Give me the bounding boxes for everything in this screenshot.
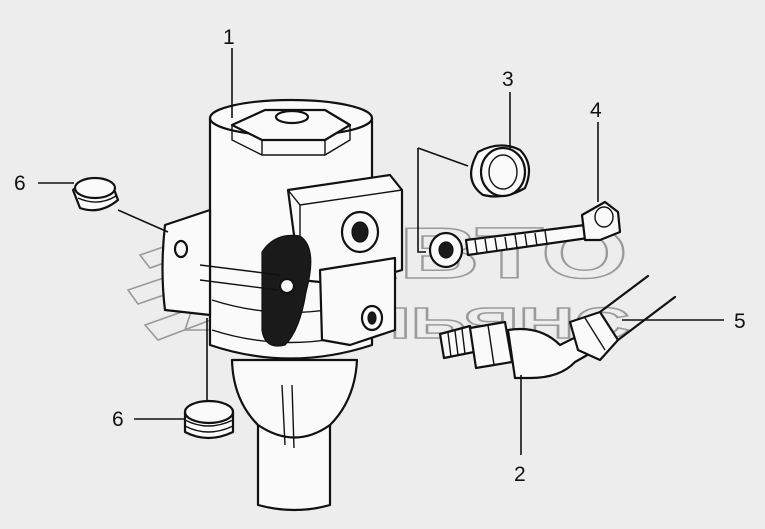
callout-2: 2 bbox=[514, 463, 526, 486]
leader-3-bracket bbox=[417, 148, 426, 253]
valve-top-bore bbox=[274, 109, 310, 125]
callout-4: 4 bbox=[590, 99, 602, 122]
leader-lines bbox=[38, 48, 724, 455]
callout-6-lower: 6 bbox=[112, 408, 124, 431]
lever-pivot bbox=[278, 277, 296, 295]
callout-labels: 1 2 3 4 5 6 6 bbox=[14, 26, 746, 486]
plug-lower bbox=[183, 399, 235, 440]
valve-lower-cone bbox=[230, 358, 359, 439]
hose-lines bbox=[598, 274, 677, 342]
mounting-ear-hole bbox=[173, 239, 189, 259]
seal-ring bbox=[470, 144, 531, 198]
callout-5: 5 bbox=[734, 310, 746, 333]
callout-3: 3 bbox=[502, 68, 514, 91]
elbow-fitting bbox=[438, 310, 620, 380]
valve-body bbox=[161, 98, 404, 512]
banjo-bolt bbox=[428, 200, 622, 269]
lower-port-block bbox=[318, 256, 397, 347]
mounting-ear-left bbox=[161, 208, 212, 317]
valve-outlet-stem bbox=[256, 418, 332, 512]
plug-upper bbox=[71, 176, 120, 212]
bolt-head bbox=[580, 200, 622, 242]
callout-6-upper: 6 bbox=[14, 172, 26, 195]
fitting-union-nut bbox=[568, 310, 620, 362]
callout-1: 1 bbox=[223, 26, 235, 49]
